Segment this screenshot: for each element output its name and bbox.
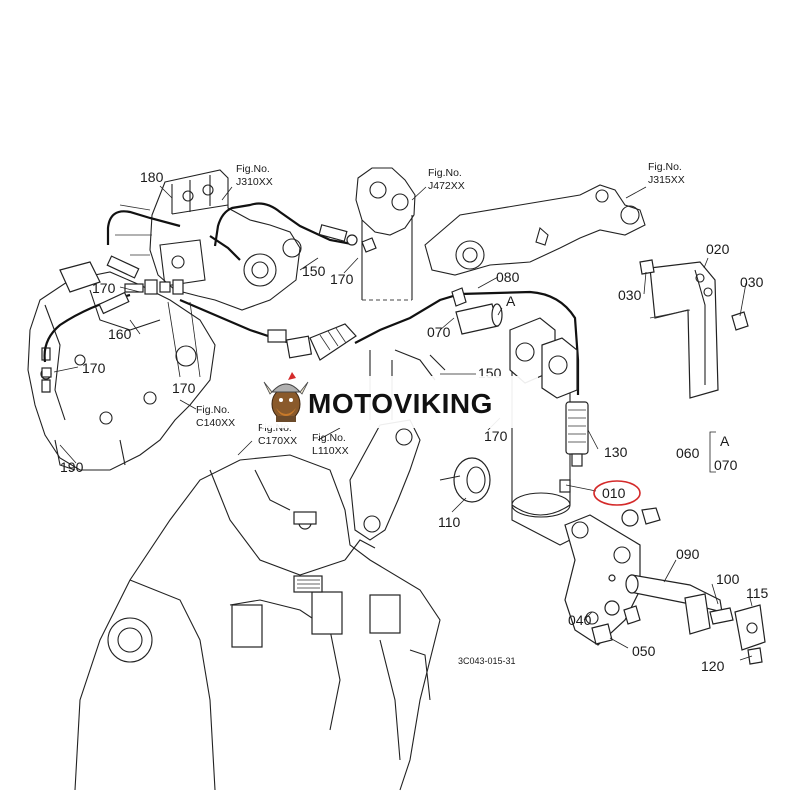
label-150-top: 150 [302, 263, 326, 279]
lift-arm [424, 184, 646, 276]
brand-name: MOTOVIKING [308, 388, 493, 419]
label-170-left: 170 [92, 280, 116, 296]
label-170-center: 170 [172, 380, 196, 396]
label-170-lower-left: 170 [82, 360, 106, 376]
label-160: 160 [108, 326, 132, 342]
label-070: 070 [427, 324, 451, 340]
label-020: 020 [706, 241, 730, 257]
leader-lines [53, 185, 753, 661]
label-A: A [506, 293, 516, 309]
pipe-fittings [41, 224, 503, 378]
label-050: 050 [632, 643, 656, 659]
label-030-right: 030 [740, 274, 764, 290]
drawing-reference: 3C043-015-31 [458, 656, 516, 666]
label-180: 180 [140, 169, 164, 185]
label-040: 040 [568, 612, 592, 628]
label-120: 120 [701, 658, 725, 674]
label-080: 080 [496, 269, 520, 285]
lower-bracket [564, 507, 661, 646]
fig-ref-title-j315: Fig.No. [648, 161, 682, 173]
label-190: 190 [60, 459, 84, 475]
main-housing-bottom [74, 454, 441, 791]
fig-ref-code-l110: L110XX [312, 445, 349, 457]
fig-ref-code-j472: J472XX [428, 180, 465, 192]
brand-watermark: MOTOVIKING [262, 372, 538, 428]
label-115: 115 [746, 585, 769, 601]
fig-ref-code-c170: C170XX [258, 435, 297, 447]
fig-ref-title-j472: Fig.No. [428, 167, 462, 179]
label-010: 010 [602, 485, 626, 501]
label-170-top: 170 [330, 271, 354, 287]
highlight-ring-010 [593, 480, 641, 506]
bracket-plate [639, 259, 749, 399]
label-090: 090 [676, 546, 700, 562]
top-bracket [355, 167, 416, 301]
part-number-labels: 180 170 160 170 170 190 150 170 080 070 … [60, 169, 769, 674]
viking-mascot-icon [263, 372, 309, 422]
fig-ref-title-j310: Fig.No. [236, 163, 270, 175]
fig-ref-code-j315: J315XX [648, 174, 685, 186]
shaft [625, 574, 766, 665]
label-060: 060 [676, 445, 700, 461]
label-110: 110 [438, 514, 461, 530]
label-030-left: 030 [618, 287, 642, 303]
fig-ref-title-c140: Fig.No. [196, 404, 230, 416]
label-060-070: 070 [714, 457, 738, 473]
hydraulic-valve-block [115, 169, 302, 311]
label-130: 130 [604, 444, 628, 460]
label-100: 100 [716, 571, 740, 587]
label-170-mid: 170 [484, 428, 508, 444]
fig-ref-code-j310: J310XX [236, 176, 273, 188]
transmission-housing-left [27, 261, 216, 471]
fig-ref-code-c140: C140XX [196, 417, 235, 429]
lift-cylinder [509, 317, 589, 546]
label-060-A: A [720, 433, 730, 449]
fig-ref-title-l110: Fig.No. [312, 432, 346, 444]
